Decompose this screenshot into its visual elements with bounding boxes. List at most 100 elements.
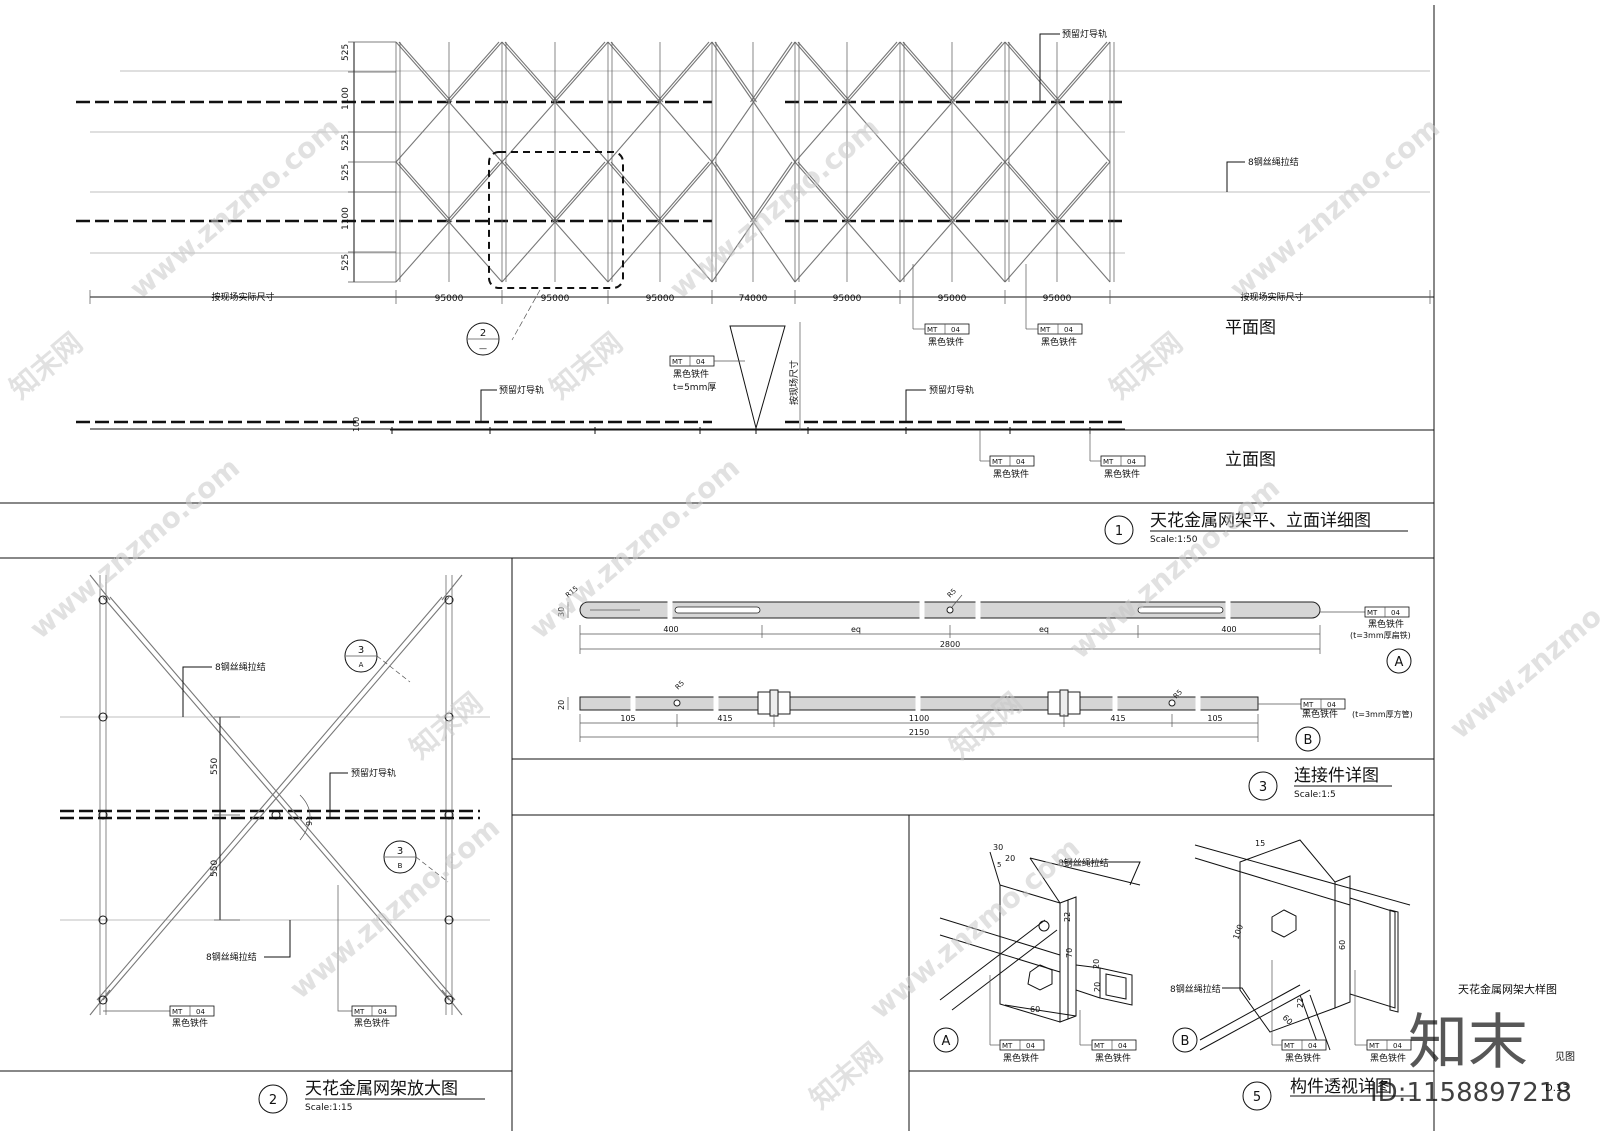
- svg-text:黑色铁件: 黑色铁件: [1285, 1052, 1321, 1064]
- svg-text:黑色铁件: 黑色铁件: [1003, 1052, 1039, 1064]
- svg-text:100: 100: [1231, 923, 1245, 940]
- svg-text:20: 20: [557, 700, 566, 710]
- elevation-v-hanger: [729, 325, 786, 430]
- connector-B: R5 R5 20 105 415 1100 415 105 2150 B: [557, 679, 1321, 752]
- svg-text:30: 30: [993, 843, 1003, 852]
- elevation-view: 按现场尺寸 100 预留灯导轨 预留灯导轨 立面图: [76, 322, 1276, 470]
- svg-text:Scale:1:5: Scale:1:5: [1294, 790, 1336, 800]
- svg-text:www.znzmo.com: www.znzmo.com: [1063, 471, 1286, 665]
- perspective-B: 15 100 60 60 22 8钢丝绳拉结 B: [1170, 839, 1411, 1053]
- plan-cables: [90, 70, 1434, 298]
- svg-text:04: 04: [696, 358, 705, 366]
- plan-mesh-columns: [395, 42, 1115, 282]
- svg-text:60: 60: [1030, 1005, 1040, 1014]
- elev-small-dim: 100: [352, 417, 361, 432]
- vdim-2: 1100: [341, 87, 351, 110]
- svg-text:eq: eq: [1039, 625, 1049, 634]
- svg-text:415: 415: [1110, 714, 1125, 723]
- svg-text:20: 20: [1005, 854, 1015, 863]
- vdim-5: 1100: [341, 207, 351, 230]
- svg-text:(t=3mm厚扁铁): (t=3mm厚扁铁): [1350, 630, 1411, 640]
- svg-text:黑色铁件: 黑色铁件: [993, 468, 1029, 480]
- enlarged-rope-bottom: 8钢丝绳拉结: [206, 951, 257, 963]
- svg-text:黑色铁件: 黑色铁件: [928, 336, 964, 348]
- enlarged-rails: [60, 809, 480, 820]
- dim-field-left: 按现场实际尺寸: [211, 291, 274, 303]
- svg-text:Scale:1:50: Scale:1:50: [1150, 535, 1198, 545]
- svg-text:04: 04: [1391, 609, 1400, 617]
- svg-text:105: 105: [620, 714, 635, 723]
- section-5-title: 5 构件透视详图: [1242, 1077, 1415, 1111]
- enlarged-angle: 91: [305, 816, 314, 826]
- section-2-title: 2 天花金属网架放大图 Scale:1:15: [258, 1079, 485, 1114]
- elev-vdim: 按现场尺寸: [788, 360, 800, 405]
- section-1-title: 1 天花金属网架平、立面详细图 Scale:1:50: [1104, 511, 1408, 545]
- svg-text:5: 5: [997, 861, 1001, 869]
- dim-7: 95000: [1043, 294, 1072, 304]
- svg-text:eq: eq: [851, 625, 861, 634]
- svg-text:Scale:1:15: Scale:1:15: [305, 1103, 352, 1113]
- svg-text:04: 04: [1327, 701, 1336, 709]
- connector-A: R5 R15 30 400 eq eq 400 2800 A: [557, 585, 1412, 674]
- plan-rope-label: 8钢丝绳拉结: [1248, 156, 1299, 168]
- svg-text:B: B: [1304, 733, 1313, 748]
- plan-leaders: 预留灯导轨 8钢丝绳拉结: [1039, 28, 1299, 192]
- svg-text:400: 400: [1221, 625, 1236, 634]
- svg-text:黑色铁件: 黑色铁件: [1095, 1052, 1131, 1064]
- callout-3B: 3 B: [383, 840, 449, 883]
- svg-text:www.znzmo.com: www.znzmo.com: [1223, 111, 1446, 305]
- watermark-id: ID:1158897218: [1370, 1078, 1572, 1108]
- svg-text:MT: MT: [672, 358, 683, 366]
- dim-6: 95000: [938, 294, 967, 304]
- svg-text:2: 2: [269, 1093, 277, 1108]
- vdim-3: 525: [341, 134, 351, 151]
- svg-text:2800: 2800: [940, 640, 960, 649]
- svg-text:构件透视详图: 构件透视详图: [1290, 1077, 1392, 1097]
- svg-text:MT: MT: [1002, 1042, 1013, 1050]
- svg-text:8钢丝绳拉结: 8钢丝绳拉结: [1170, 983, 1221, 995]
- svg-text:www.znzmo.com: www.znzmo.com: [663, 111, 886, 305]
- enlarged-rail-label: 预留灯导轨: [351, 767, 396, 779]
- callout-2: 2 —: [466, 322, 500, 356]
- svg-text:黑色铁件: 黑色铁件: [1104, 468, 1140, 480]
- side-note-2: 见图: [1555, 1051, 1575, 1063]
- svg-text:B: B: [1181, 1034, 1190, 1049]
- dim-4: 74000: [739, 294, 768, 304]
- svg-text:04: 04: [196, 1008, 205, 1016]
- svg-text:B: B: [398, 862, 403, 870]
- plan-rail-label: 预留灯导轨: [1062, 28, 1107, 40]
- enlarged-diagonals: [89, 574, 463, 1016]
- svg-text:400: 400: [663, 625, 678, 634]
- enlarged-rope-top: 8钢丝绳拉结: [215, 661, 266, 673]
- svg-text:R5: R5: [674, 679, 686, 691]
- svg-text:5: 5: [1253, 1090, 1261, 1105]
- dim-field-right: 按现场实际尺寸: [1240, 291, 1303, 303]
- elev-rail-label-1: 预留灯导轨: [499, 384, 544, 396]
- svg-text:黑色铁件: 黑色铁件: [1041, 336, 1077, 348]
- svg-text:3: 3: [358, 645, 364, 656]
- svg-text:MT: MT: [172, 1008, 183, 1016]
- plan-mesh-lattice: [395, 41, 1111, 283]
- svg-text:2: 2: [480, 328, 486, 339]
- svg-text:知末网: 知末网: [543, 326, 629, 405]
- svg-text:MT: MT: [1303, 701, 1314, 709]
- svg-text:1: 1: [1115, 524, 1123, 539]
- svg-text:20: 20: [1093, 982, 1102, 992]
- sheet-frame: [0, 5, 1435, 1131]
- svg-text:黑色铁件: 黑色铁件: [1370, 1052, 1406, 1064]
- enlarged-dim-550a: 550: [210, 758, 220, 775]
- svg-text:天花金属网架平、立面详细图: 天花金属网架平、立面详细图: [1150, 511, 1371, 531]
- svg-text:04: 04: [1118, 1042, 1127, 1050]
- section-3-title: 3 连接件详图 Scale:1:5: [1248, 766, 1392, 801]
- dim-2: 95000: [541, 294, 570, 304]
- side-code: D.13: [1545, 1083, 1569, 1094]
- dim-5: 95000: [833, 294, 862, 304]
- svg-text:70: 70: [1065, 948, 1074, 958]
- svg-text:30: 30: [557, 607, 566, 617]
